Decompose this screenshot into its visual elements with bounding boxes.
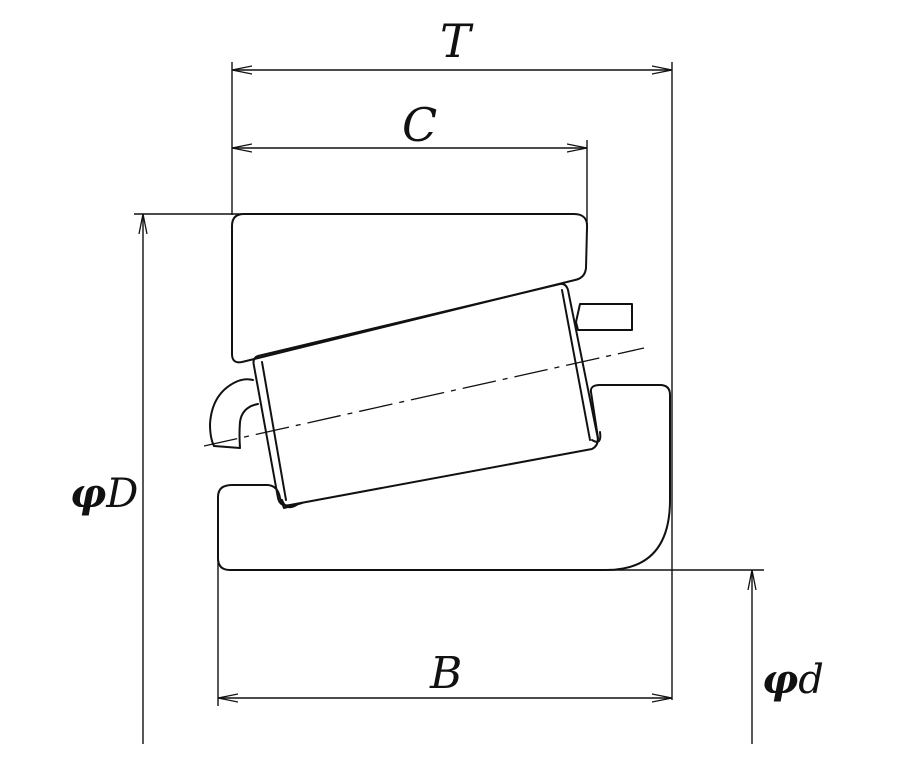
- inner-ring-cone: [217, 384, 671, 571]
- bore-diameter-letter: d: [798, 657, 824, 703]
- outer-diameter-letter: D: [106, 471, 139, 517]
- phi-symbol: φ: [70, 470, 107, 517]
- dimension-label-bore-diameter: φd: [762, 657, 824, 703]
- roller-fillet-bottom: [281, 499, 299, 509]
- dimension-label-outer-diameter: φD: [70, 471, 139, 517]
- cage-right-tab: [575, 303, 633, 331]
- outer-ring-cup: [231, 213, 589, 364]
- tapered-roller: [252, 282, 599, 507]
- dimension-label-C: C: [402, 98, 438, 152]
- dimension-label-T: T: [440, 14, 471, 68]
- phi-symbol-bore: φ: [762, 656, 799, 703]
- dimension-label-B: B: [430, 648, 463, 699]
- roller-fillet-right: [591, 431, 602, 443]
- cage-left-hook: [209, 378, 259, 449]
- roller-axis-centerline: [203, 347, 645, 447]
- roller-end-relief-right: [561, 289, 591, 441]
